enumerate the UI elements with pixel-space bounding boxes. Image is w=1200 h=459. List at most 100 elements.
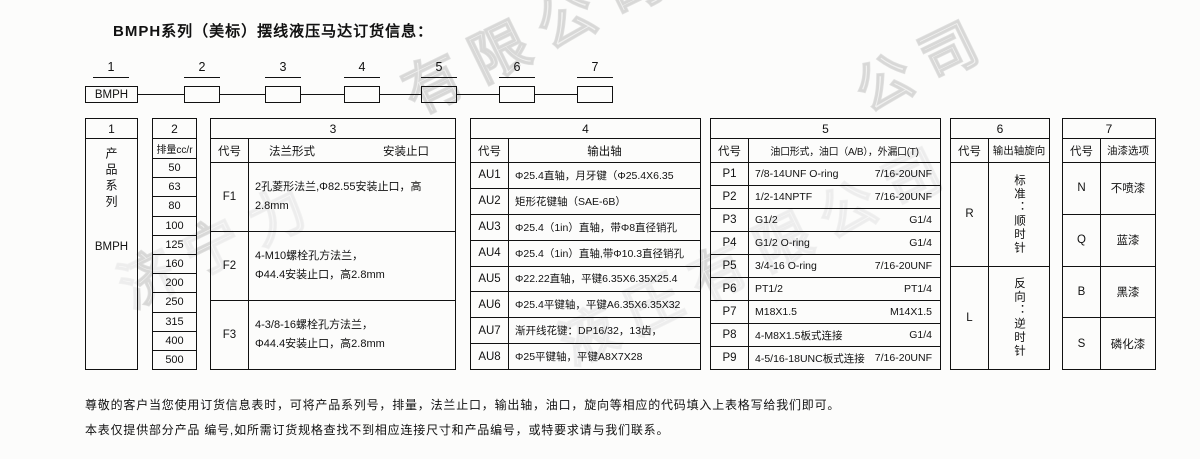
table-flange: 3 代号 法兰形式 安装止口 F1 2孔菱形法兰,Φ82.55安装止口，高2.8… — [210, 118, 456, 370]
port-desc: G1/2 O-ring G1/4 — [749, 232, 940, 254]
rotation-rows: R 标准：顺时针 L 反向：逆时针 — [951, 163, 1049, 369]
port-rows: P1 7/8-14UNF O-ring 7/16-20UNF P2 1/2-14… — [711, 163, 940, 369]
port-code: P4 — [711, 232, 749, 254]
rotation-code: L — [951, 266, 989, 369]
shaft-desc: Φ25.4平键轴，平键A6.35X6.35X32 — [515, 299, 681, 312]
shaft-row: AU3 Φ25.4（1in）直轴，带Φ8直径销孔 — [471, 213, 700, 240]
port-code: P3 — [711, 209, 749, 231]
port-main: M18X1.5 — [755, 306, 798, 318]
port-main: 7/8-14UNF O-ring — [755, 168, 839, 180]
rotation-desc: 反向：逆时针 — [989, 267, 1049, 370]
port-header-row: 代号 油口形式，油口（A/B），外漏口(T) — [711, 139, 940, 163]
paint-row: N 不喷漆 — [1063, 163, 1155, 214]
paint-desc: 不喷漆 — [1110, 183, 1146, 196]
displacement-value: 125 — [153, 234, 196, 254]
output-shaft-label: 输出轴 — [587, 145, 622, 158]
table-rotation: 6 代号 输出轴旋向 R 标准：顺时针 L 反向：逆时针 — [950, 118, 1050, 370]
flange-row: F2 4-M10螺栓孔方法兰， Φ44.4安装止口，高2.8mm — [211, 231, 455, 300]
port-row: P7 M18X1.5 M14X1.5 — [711, 300, 940, 323]
port-form-label: 油口形式，油口（A/B），外漏口(T) — [770, 147, 919, 158]
flange-column-header: 法兰形式 安装止口 — [249, 139, 455, 162]
shaft-row: AU8 Φ25平键轴，平键A8X7X28 — [471, 343, 700, 369]
displacement-value: 315 — [153, 311, 196, 331]
flange-code: F3 — [211, 301, 249, 369]
paint-desc: 蓝漆 — [1116, 235, 1140, 248]
shaft-desc: Φ25.4直轴，月牙键（Φ25.4X6.35 — [515, 169, 674, 182]
shaft-row: AU5 Φ22.22直轴，平键6.35X6.35X25.4 — [471, 265, 700, 292]
flange-row: F3 4-3/8-16螺栓孔方法兰， Φ44.4安装止口，高2.8mm — [211, 300, 455, 369]
flange-type-label: 法兰形式 — [269, 145, 315, 158]
shaft-code: AU3 — [471, 214, 509, 240]
paint-label: 油漆选项 — [1107, 145, 1149, 157]
code-position-label-3: 3 — [265, 60, 301, 78]
table1-number: 1 — [86, 119, 137, 139]
port-drain: G1/4 — [909, 237, 932, 249]
table6-number: 6 — [951, 119, 1049, 139]
port-row: P9 4-5/16-18UNC板式连接 7/16-20UNF — [711, 346, 940, 369]
shaft-code: AU8 — [471, 344, 509, 369]
port-desc: 1/2-14NPTF 7/16-20UNF — [749, 186, 940, 208]
code-position-label-4: 4 — [344, 60, 380, 78]
rotation-desc: 标准：顺时针 — [989, 163, 1049, 266]
code-column-header: 代号 — [1063, 139, 1101, 162]
shaft-rows: AU1 Φ25.4直轴，月牙键（Φ25.4X6.35 AU2 矩形花键轴（SAE… — [471, 163, 700, 369]
port-desc: PT1/2 PT1/4 — [749, 278, 940, 300]
port-code: P2 — [711, 186, 749, 208]
flange-header-row: 代号 法兰形式 安装止口 — [211, 139, 455, 163]
port-main: 3/4-16 O-ring — [755, 260, 817, 272]
shaft-row: AU2 矩形花键轴（SAE-6B） — [471, 187, 700, 214]
code-connector — [457, 94, 499, 95]
port-drain: PT1/4 — [903, 283, 932, 295]
rotation-desc-text: 反向：逆时针 — [1013, 277, 1025, 359]
table2-number: 2 — [153, 119, 196, 139]
code-connector — [380, 94, 421, 95]
shaft-header-row: 代号 输出轴 — [471, 139, 700, 163]
displacement-value: 63 — [153, 177, 196, 196]
code-blank-box-2 — [184, 86, 220, 103]
shaft-code: AU2 — [471, 188, 509, 214]
port-drain: G1/4 — [909, 214, 932, 226]
port-desc: M18X1.5 M14X1.5 — [749, 301, 940, 323]
watermark-text: 公司 — [844, 3, 1003, 124]
paint-code: N — [1063, 163, 1101, 214]
port-code: P8 — [711, 324, 749, 346]
shaft-row: AU7 渐开线花键：DP16/32，13齿， — [471, 317, 700, 344]
code-column-header: 代号 — [211, 139, 249, 162]
port-drain: 7/16-20UNF — [874, 168, 932, 180]
table-product-series: 1 产品系列 BMPH — [85, 118, 138, 370]
displacement-value: 500 — [153, 349, 196, 369]
port-drain: M14X1.5 — [889, 306, 932, 318]
port-row: P6 PT1/2 PT1/4 — [711, 277, 940, 300]
paint-code: S — [1063, 318, 1101, 369]
port-desc: 3/4-16 O-ring 7/16-20UNF — [749, 255, 940, 277]
rotation-row: R 标准：顺时针 — [951, 163, 1049, 266]
code-connector — [301, 94, 344, 95]
port-row: P1 7/8-14UNF O-ring 7/16-20UNF — [711, 163, 940, 185]
code-position-label-6: 6 — [499, 60, 535, 78]
displacement-value: 200 — [153, 273, 196, 292]
displacement-value: 250 — [153, 292, 196, 311]
code-position-label-1: 1 — [93, 60, 129, 78]
displacement-value: 50 — [168, 162, 181, 175]
footer-note-2: 本表仅提供部分产品 编号,如所需订货规格查找不到相应连接尺寸和产品编号，或特要求… — [85, 423, 670, 437]
port-drain: G1/4 — [909, 329, 932, 341]
port-row: P8 4-M8X1.5板式连接 G1/4 — [711, 323, 940, 346]
paint-code: Q — [1063, 214, 1101, 266]
rotation-header-row: 代号 输出轴旋向 — [951, 139, 1049, 163]
port-main: G1/2 O-ring — [755, 237, 810, 249]
shaft-desc: Φ25.4（1in）直轴，带Φ8直径销孔 — [515, 221, 678, 234]
port-drain: 7/16-20UNF — [874, 352, 932, 364]
shaft-code: AU7 — [471, 318, 509, 344]
shaft-row: AU6 Φ25.4平键轴，平键A6.35X6.35X32 — [471, 291, 700, 318]
port-desc: 4-M8X1.5板式连接 G1/4 — [749, 324, 940, 346]
displacement-rows: 50 63 80 100 125 160 200 250 315 400 500 — [153, 159, 196, 369]
shaft-desc: 渐开线花键：DP16/32，13齿， — [515, 325, 663, 338]
flange-desc: 2孔菱形法兰,Φ82.55安装止口，高2.8mm — [255, 181, 422, 212]
code-connector — [535, 94, 577, 95]
port-code: P6 — [711, 278, 749, 300]
table1-body: 产品系列 BMPH — [86, 139, 137, 369]
code-blank-box-3 — [265, 86, 301, 103]
code-blank-box-7 — [577, 86, 613, 103]
port-main: PT1/2 — [755, 283, 784, 295]
table-paint: 7 代号 油漆选项 N 不喷漆 Q 蓝漆 B 黑漆 S 磷化漆 — [1062, 118, 1156, 370]
